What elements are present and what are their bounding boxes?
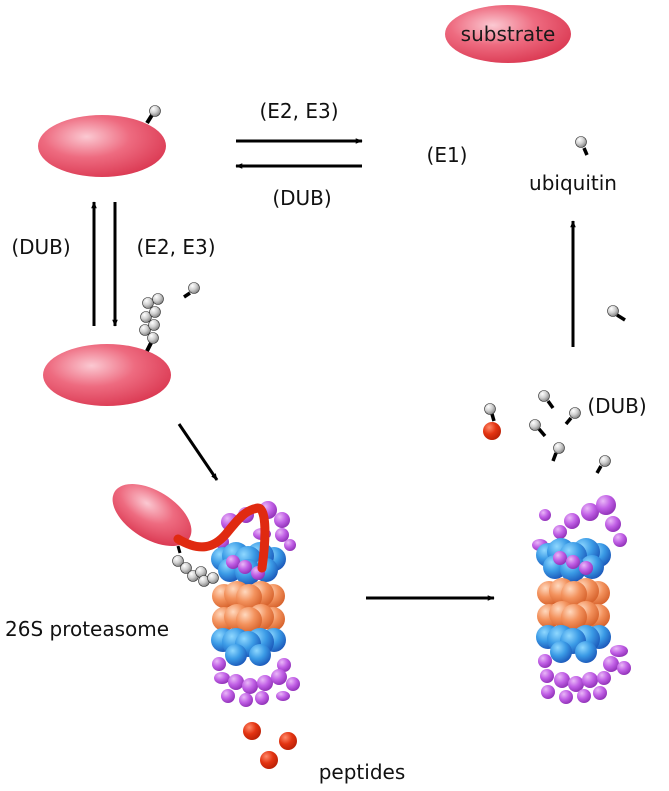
polypeptide-thread bbox=[173, 503, 270, 573]
free-ubiquitin bbox=[564, 407, 581, 426]
free-substrate: substrate bbox=[445, 5, 571, 63]
free-ubiquitin bbox=[529, 419, 547, 438]
substrate-ellipse bbox=[112, 484, 192, 546]
ubiquitin-icon bbox=[599, 455, 611, 467]
ubiquitin-icon bbox=[152, 293, 164, 305]
peptide-fragments bbox=[243, 722, 297, 769]
free-ubiquitin bbox=[595, 455, 611, 474]
peptide-dot bbox=[243, 722, 261, 740]
ubiquitin-icon bbox=[538, 390, 550, 402]
polyubiquitin-chain bbox=[139, 293, 164, 344]
e2-e3-label-top: (E2, E3) bbox=[259, 99, 338, 123]
alpha-ring-bottom bbox=[536, 625, 611, 663]
released-ubiquitins bbox=[484, 305, 626, 474]
alpha-ring-bottom bbox=[211, 628, 286, 666]
polyubiquitinated-substrate bbox=[43, 293, 171, 406]
substrate-ellipse bbox=[445, 5, 571, 63]
peptide-dot bbox=[279, 732, 297, 750]
ubiquitin-icon bbox=[172, 555, 184, 567]
proteasome-label: 26S proteasome bbox=[5, 617, 169, 641]
ubiquitin-icon bbox=[139, 324, 151, 336]
ubiquitin-icon bbox=[575, 136, 587, 148]
ubiquitin-linker bbox=[183, 291, 191, 299]
free-ubiquitin bbox=[484, 403, 496, 422]
ubiquitin-linker bbox=[145, 342, 153, 352]
e1-label: (E1) bbox=[427, 143, 468, 167]
proteasome-right bbox=[532, 495, 631, 704]
arrow-to-proteasome bbox=[177, 423, 219, 481]
substrate-ellipse bbox=[38, 115, 166, 177]
ubiquitin-label: ubiquitin bbox=[529, 171, 617, 195]
proteasome-left bbox=[112, 484, 300, 707]
beta-rings bbox=[537, 578, 610, 630]
dub-label-left: (DUB) bbox=[11, 235, 70, 259]
ubiquitin-icon bbox=[188, 282, 200, 294]
ubiquitin-icon bbox=[569, 407, 581, 419]
free-ubiquitin bbox=[551, 442, 565, 462]
ubiquitin-icon bbox=[147, 332, 159, 344]
ubiquitin-linker bbox=[582, 147, 589, 156]
free-ubiquitin bbox=[575, 136, 589, 156]
peptides-label: peptides bbox=[319, 760, 406, 784]
regulatory-lid-bottom bbox=[212, 657, 300, 707]
ubiquitin-linker bbox=[145, 113, 154, 125]
dub-label-top: (DUB) bbox=[272, 186, 331, 210]
free-ubiquitin bbox=[183, 282, 200, 299]
substrate-ellipse bbox=[43, 344, 171, 406]
ubiquitin-icon bbox=[149, 306, 161, 318]
monoubiquitinated-substrate bbox=[38, 105, 166, 177]
free-ubiquitin bbox=[538, 390, 555, 410]
ubiquitin-icon bbox=[484, 403, 496, 415]
polyubiquitin-chain bbox=[172, 555, 219, 587]
ubiquitin-icon bbox=[607, 305, 619, 317]
ubiquitin-linker bbox=[176, 545, 182, 554]
ubiquitin-icon bbox=[142, 297, 154, 309]
substrate-label: substrate bbox=[461, 22, 556, 46]
ubiquitin-icon bbox=[148, 319, 160, 331]
e2-e3-label-left: (E2, E3) bbox=[136, 235, 215, 259]
ubiquitin-icon bbox=[529, 419, 541, 431]
free-ubiquitin bbox=[607, 305, 626, 322]
beta-rings bbox=[212, 581, 285, 633]
regulatory-lid-bottom bbox=[538, 645, 631, 704]
peptide-dot bbox=[260, 751, 278, 769]
ubiquitin-icon bbox=[553, 442, 565, 454]
peptide-dot bbox=[483, 422, 501, 440]
ubiquitin-icon bbox=[140, 311, 152, 323]
ubiquitin-icon bbox=[207, 572, 219, 584]
dub-label-right: (DUB) bbox=[587, 394, 646, 418]
ubiquitin-icon bbox=[149, 105, 161, 117]
ubiquitin-icon bbox=[180, 562, 192, 574]
